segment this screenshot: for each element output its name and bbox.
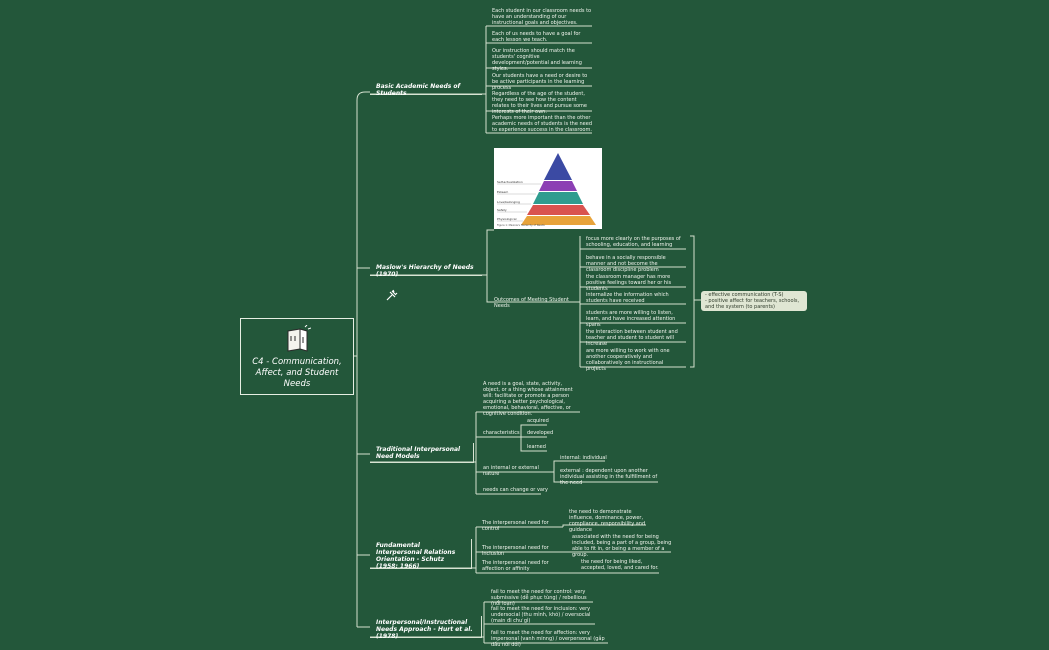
outcomes-label[interactable]: Outcomes of Meeting Student Needs: [494, 297, 569, 309]
pyramid-level-label: Esteem: [497, 190, 509, 194]
outcome-item[interactable]: are more willing to work with one anothe…: [586, 348, 670, 372]
instructional-item[interactable]: fail to meet the need for affection: ver…: [491, 630, 605, 648]
topic-firo-schutz[interactable]: Fundamental Interpersonal Relations Orie…: [370, 539, 472, 570]
characteristics-label[interactable]: characteristics: [483, 430, 520, 436]
book-icon: [287, 325, 311, 352]
topic-label: Traditional Interpersonal Need Models: [376, 446, 461, 460]
firo-need-detail[interactable]: associated with the need for being inclu…: [572, 534, 672, 558]
outcome-item[interactable]: behave in a socially responsible manner …: [586, 255, 666, 273]
firo-need-label[interactable]: The interpersonal need for inclusion: [482, 545, 549, 557]
pyramid-level-label: Self-actualization: [497, 180, 523, 184]
topic-label: Basic Academic Needs of Students: [376, 83, 461, 97]
firo-need-detail[interactable]: the need for being liked, accepted, love…: [581, 559, 659, 571]
topic-label: Fundamental Interpersonal Relations Orie…: [376, 542, 456, 570]
topic-label: Maslow's Hierarchy of Needs (1970): [376, 264, 474, 278]
characteristic-item[interactable]: developed: [527, 430, 554, 436]
outcome-item[interactable]: internalize the information which studen…: [586, 292, 669, 304]
root-topic[interactable]: C4 - Communication, Affect, and Student …: [240, 318, 354, 395]
sparkle-pin-icon: [386, 289, 398, 301]
characteristic-item[interactable]: acquired: [527, 418, 549, 424]
basic-item[interactable]: Each student in our classroom needs to h…: [492, 8, 592, 26]
nature-item[interactable]: external : dependent upon another indivi…: [560, 468, 658, 486]
firo-need-label[interactable]: The interpersonal need for control: [482, 520, 549, 532]
topic-basic-academic-needs[interactable]: Basic Academic Needs of Students: [370, 79, 482, 97]
need-definition[interactable]: A need is a goal, state, activity, objec…: [483, 381, 573, 417]
pyramid-graphic: [497, 153, 596, 225]
instructional-item[interactable]: fail to meet the need for control: very …: [491, 589, 587, 607]
outcome-item[interactable]: the classroom manager has more positive …: [586, 274, 672, 292]
pyramid-level-label: Safety: [497, 208, 507, 212]
outcome-item[interactable]: focus more clearly on the purposes of sc…: [586, 236, 681, 248]
topic-traditional-models[interactable]: Traditional Interpersonal Need Models: [370, 443, 474, 463]
basic-item[interactable]: Regardless of the age of the student, th…: [492, 91, 588, 115]
topic-maslow[interactable]: Maslow's Hierarchy of Needs (1970): [370, 261, 482, 278]
pyramid-level-label: Love/belonging: [497, 200, 520, 204]
topic-instructional-needs[interactable]: Interpersonal/Instructional Needs Approa…: [370, 616, 482, 640]
instructional-item[interactable]: fail to meet the need for inclusion: ver…: [491, 606, 591, 624]
topic-label: Interpersonal/Instructional Needs Approa…: [376, 619, 473, 640]
basic-item[interactable]: Each of us needs to have a goal for each…: [492, 31, 581, 43]
pyramid-level-label: Physiological: [497, 217, 517, 221]
basic-item[interactable]: Perhaps more important than the other ac…: [492, 115, 593, 133]
nature-label[interactable]: an internal or external nature: [483, 465, 539, 477]
basic-item[interactable]: Our students have a need or desire to be…: [492, 73, 588, 91]
basic-item[interactable]: Our instruction should match the student…: [492, 48, 582, 72]
needs-change[interactable]: needs can change or vary: [483, 487, 548, 493]
outcome-item[interactable]: the interaction between student and teac…: [586, 329, 678, 347]
outcomes-note[interactable]: - effective communication (T-S) - positi…: [701, 291, 807, 311]
maslow-pyramid-image[interactable]: Self-actualization Esteem Love/belonging…: [494, 148, 602, 229]
firo-need-detail[interactable]: the need to demonstrate influence, domin…: [569, 509, 646, 533]
firo-need-label[interactable]: The interpersonal need for affection or …: [482, 560, 549, 572]
outcome-item[interactable]: students are more willing to listen, lea…: [586, 310, 676, 328]
root-title: C4 - Communication, Affect, and Student …: [252, 357, 342, 389]
nature-item[interactable]: internal: individual: [560, 455, 607, 461]
pyramid-caption: Figure 1: Maslow's Hierarchy of Needs: [497, 224, 545, 227]
characteristic-item[interactable]: learned: [527, 444, 546, 450]
